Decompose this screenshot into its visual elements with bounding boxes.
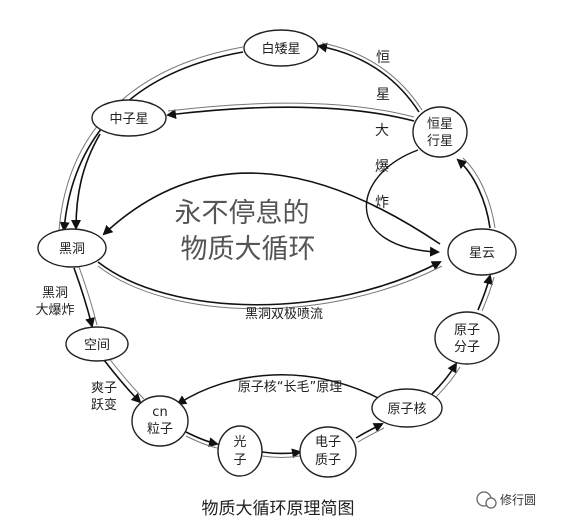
supernova-char-5: 炸: [375, 195, 389, 211]
supernova-char-1: 恒: [376, 50, 390, 66]
atom-molecule-label-line1: 原子: [454, 323, 480, 338]
arrow-black-hole-to-space: [73, 267, 95, 328]
black-hole-label: 黑洞: [59, 242, 85, 257]
photon-label-line1: 光: [233, 435, 246, 450]
arrow-nebula-to-star-shadow: [462, 157, 496, 229]
supernova-char-2: 星: [376, 87, 390, 103]
node-nucleus: 原子核: [371, 388, 443, 428]
title-line2: 物质大循环: [181, 234, 316, 265]
white-dwarf-label: 白矮星: [261, 41, 300, 57]
node-cn-particle: cn 粒子: [131, 395, 189, 447]
arrow-black-hole-jet-to-nebula: [97, 261, 442, 306]
cool-transition-label: 爽子 跃变: [91, 381, 117, 413]
arrow-space-to-cn-particle-shadow: [107, 356, 145, 400]
diagram-title: 永不停息的 物质大循环: [175, 198, 316, 265]
arrow-nucleus-principle-to-cn: [176, 374, 383, 406]
electron-proton-label-line1: 电子: [315, 435, 341, 450]
nucleus-principle-label: 原子核“长毛”原理: [238, 380, 342, 395]
node-atom-molecule: 原子 分子: [434, 311, 500, 365]
arrow-star-to-nebula-supernova: [365, 149, 440, 257]
arrow-star-to-neutron-star-shadow: [167, 102, 415, 118]
title-line1: 永不停息的: [175, 198, 310, 229]
arrow-cn-to-photon-shadow: [185, 435, 218, 449]
arrow-space-to-cn-particle: [103, 359, 142, 404]
supernova-char-4: 爆: [375, 159, 389, 175]
arrow-nebula-to-black-hole: [102, 172, 441, 245]
arrow-atom-to-nebula-shadow: [481, 276, 495, 312]
bh-big-bang-line1: 黑洞: [42, 286, 68, 301]
arrow-nebula-to-star: [456, 158, 491, 229]
bh-big-bang-line2: 大爆炸: [35, 303, 74, 318]
arrow-black-hole-to-space-shadow: [78, 266, 98, 326]
cool-transition-line2: 跃变: [91, 397, 117, 413]
watermark-text: 修行圆: [500, 492, 536, 507]
arrow-nucleus-to-atom-shadow: [435, 366, 461, 398]
arrow-nucleus-to-atom: [431, 362, 458, 395]
nebula-label: 星云: [469, 246, 495, 261]
arrow-black-hole-jet-to-nebula-shadow: [97, 265, 443, 310]
cn-particle-label-line2: 粒子: [147, 422, 173, 437]
space-label: 空间: [84, 338, 110, 353]
supernova-char-3: 大: [375, 123, 389, 139]
electron-proton-label-line2: 质子: [315, 453, 341, 468]
node-nebula: 星云: [447, 228, 517, 276]
nucleus-label: 原子核: [387, 402, 426, 417]
supernova-label: 恒 星 大 爆 炸: [375, 50, 390, 211]
node-photon: 光 子: [217, 425, 263, 477]
atom-molecule-label-line2: 分子: [454, 340, 480, 355]
node-electron-proton: 电子 质子: [299, 426, 357, 478]
photon-label-line2: 子: [233, 453, 246, 468]
arrow-photon-to-electron: [261, 448, 302, 459]
arrow-star-to-neutron-star: [166, 106, 415, 122]
node-space: 空间: [65, 326, 129, 362]
arrow-electron-to-nucleus-shadow: [357, 427, 385, 443]
node-white-dwarf: 白矮星: [243, 29, 319, 67]
arrow-cn-to-photon: [185, 431, 219, 448]
arrow-neutron-star-to-black-hole: [71, 133, 101, 230]
watermark: 修行圆: [476, 491, 536, 509]
cool-transition-line1: 爽子: [91, 381, 117, 396]
neutron-star-label: 中子星: [109, 112, 148, 127]
black-hole-big-bang-label: 黑洞 大爆炸: [35, 286, 74, 318]
chat-bubble-icon: [476, 491, 497, 509]
node-star-planet: 恒星 行星: [412, 106, 468, 158]
node-neutron-star: 中子星: [91, 99, 167, 137]
diagram-caption: 物质大循环原理简图: [202, 499, 355, 519]
cn-particle-label-line1: cn: [152, 405, 167, 420]
node-black-hole: 黑洞: [37, 228, 107, 268]
arrow-star-to-white-dwarf-shadow: [321, 42, 423, 111]
arrow-atom-to-nebula: [477, 274, 493, 311]
arrow-electron-to-nucleus: [355, 423, 384, 439]
black-hole-jet-label: 黑洞双极喷流: [245, 307, 323, 322]
star-planet-label-line2: 行星: [427, 134, 453, 149]
arrow-star-to-white-dwarf: [317, 42, 420, 113]
arrow-photon-to-electron-shadow: [261, 455, 301, 458]
star-planet-label-line1: 恒星: [427, 117, 453, 132]
